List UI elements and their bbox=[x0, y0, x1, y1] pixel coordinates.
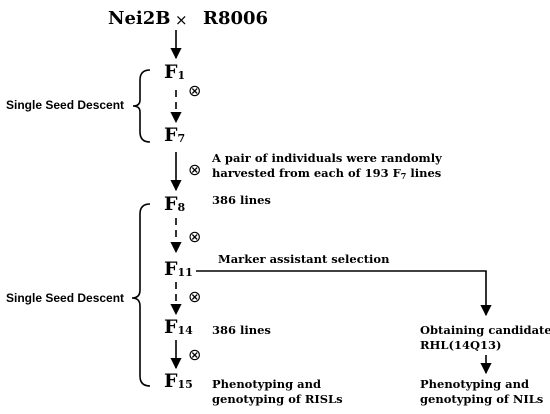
marker-assisted-selection-label: Marker assistant selection bbox=[218, 252, 390, 266]
nil-outcome-line2: genotyping of NILs bbox=[420, 392, 544, 406]
rhl-line1: Obtaining candidate bbox=[420, 323, 550, 337]
risl-outcome: Phenotyping and genotyping of RISLs bbox=[212, 377, 343, 407]
parent-female: Nei2B bbox=[108, 8, 171, 29]
single-seed-descent-label-bottom: Single Seed Descent bbox=[6, 291, 125, 305]
rhl-label: Obtaining candidate RHL(14Q13) bbox=[420, 323, 550, 353]
harvest-note: A pair of individuals were randomly harv… bbox=[212, 151, 442, 184]
selfing-icon: ⊗ bbox=[188, 345, 202, 364]
f14-line-count: 386 lines bbox=[212, 323, 271, 337]
rhl-line2: RHL(14Q13) bbox=[420, 338, 502, 352]
generation-f15: F15 bbox=[164, 370, 193, 392]
parent-male: R8006 bbox=[203, 8, 269, 29]
nil-outcome-line1: Phenotyping and bbox=[420, 377, 530, 391]
brace-top bbox=[132, 69, 151, 143]
risl-outcome-line2: genotyping of RISLs bbox=[212, 392, 343, 406]
generation-f8: F8 bbox=[164, 193, 186, 215]
selfing-icon: ⊗ bbox=[188, 227, 202, 246]
arrow-mas-branch bbox=[196, 270, 492, 317]
f8-line-count: 386 lines bbox=[212, 193, 271, 207]
generation-f1: F1 bbox=[164, 61, 186, 83]
cross-symbol: × bbox=[175, 11, 188, 29]
single-seed-descent-label-top: Single Seed Descent bbox=[6, 98, 125, 112]
selfing-icon: ⊗ bbox=[188, 287, 202, 306]
harvest-note-line2: harvested from each of 193 F7 lines bbox=[212, 166, 442, 181]
selfing-icon: ⊗ bbox=[188, 81, 202, 100]
risl-outcome-line1: Phenotyping and bbox=[212, 377, 322, 391]
generation-f14: F14 bbox=[164, 316, 193, 338]
brace-bottom bbox=[131, 203, 151, 387]
generation-f11: F11 bbox=[164, 258, 193, 280]
nil-outcome: Phenotyping and genotyping of NILs bbox=[420, 377, 543, 407]
harvest-note-line1: A pair of individuals were randomly bbox=[212, 151, 442, 165]
selfing-icon: ⊗ bbox=[188, 160, 202, 179]
generation-f7: F7 bbox=[164, 124, 186, 146]
